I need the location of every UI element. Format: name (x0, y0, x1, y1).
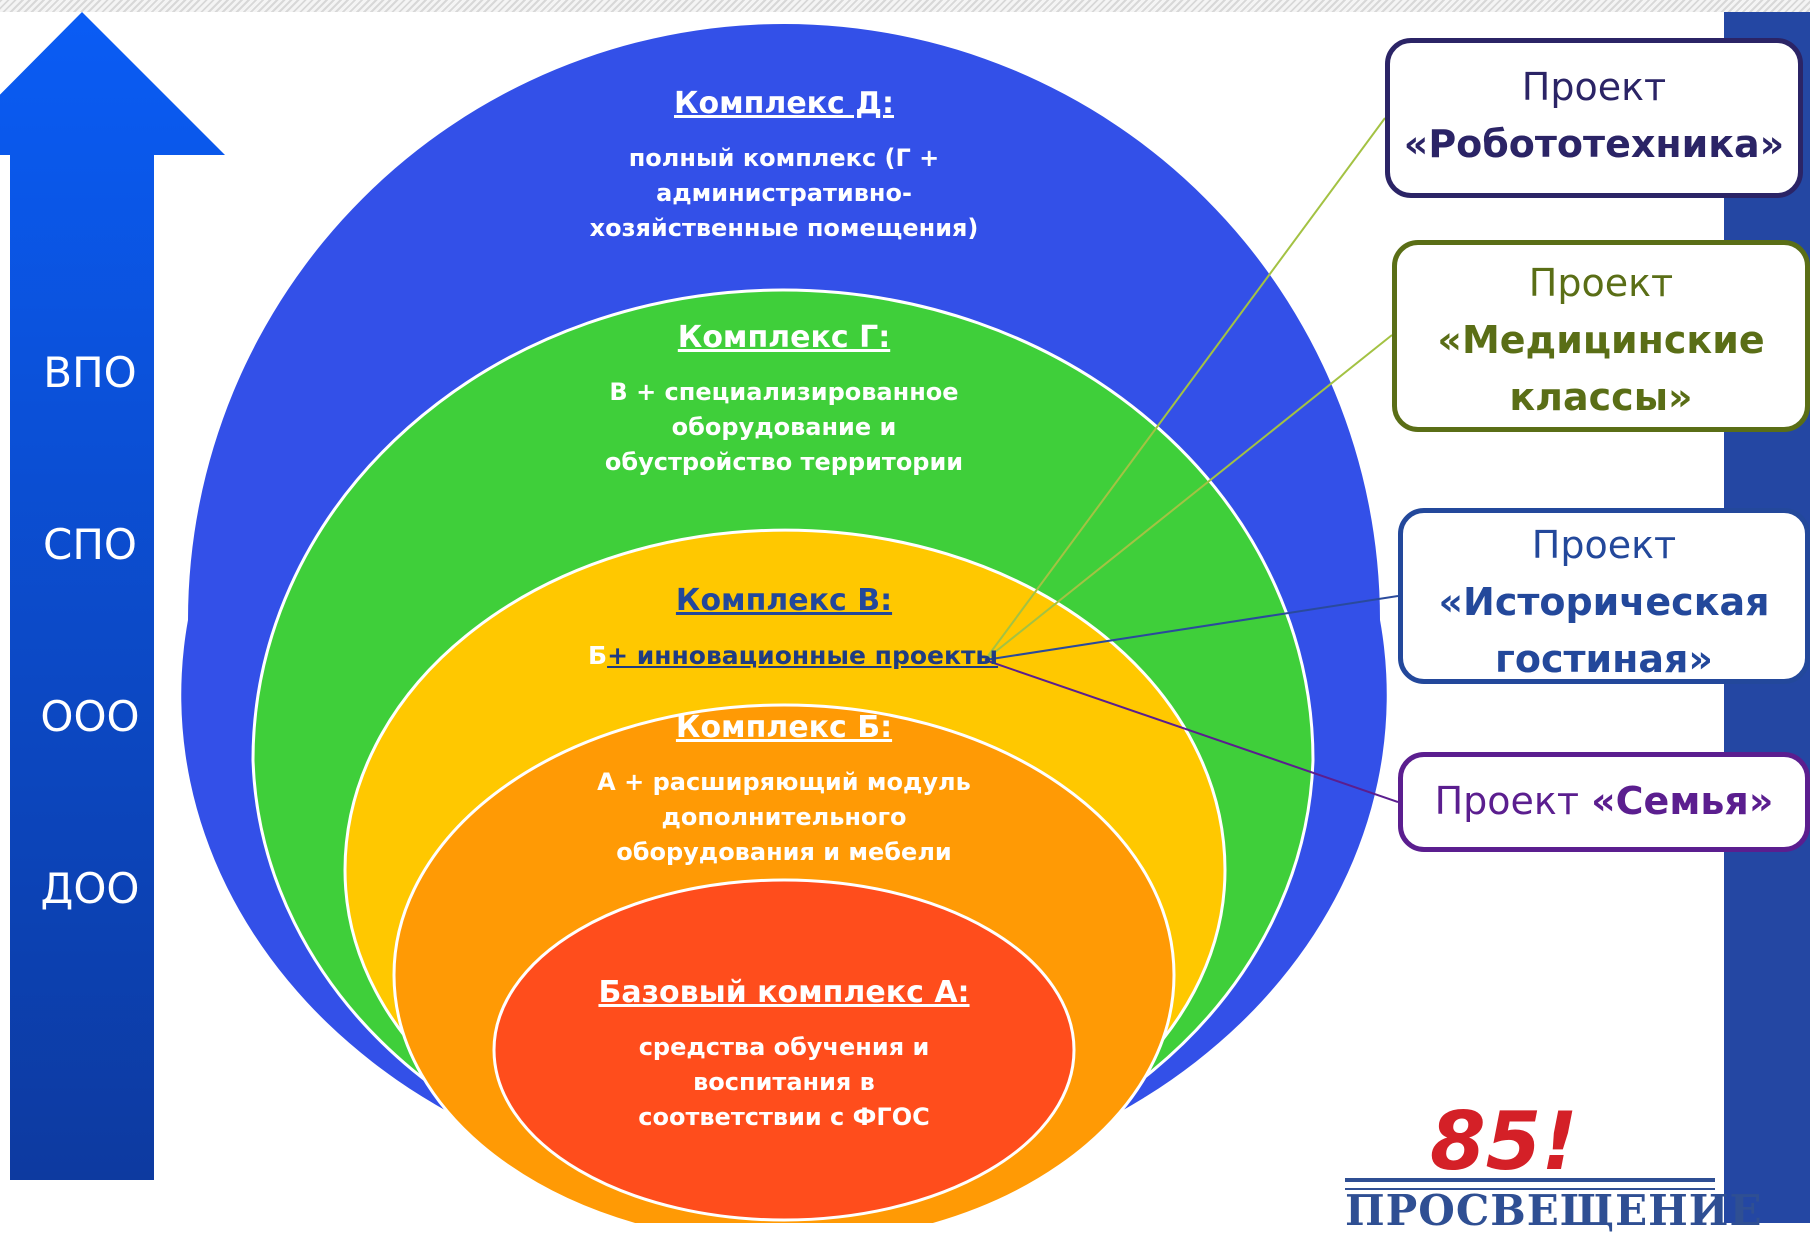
complex-a-line: средства обучения и (638, 1033, 930, 1061)
level-label-vpo: ВПО (43, 348, 137, 397)
logo-85-number: 85! (1430, 1095, 1578, 1188)
connector-history (984, 595, 1399, 661)
project-medical-name: «Медицинские классы» (1437, 318, 1765, 419)
level-arrow (0, 12, 225, 1180)
complex-d-title: Комплекс Д: (673, 86, 894, 121)
connector-family (984, 659, 1399, 803)
project-robotics-box[interactable]: Проект «Робототехника» (1385, 38, 1803, 198)
complex-d-line: полный комплекс (Г + (628, 144, 940, 172)
complex-d-text: Комплекс Д: полный комплекс (Г + админис… (554, 86, 1014, 246)
level-label-ooo: ООО (40, 692, 140, 741)
project-family-prefix: Проект (1434, 779, 1580, 823)
complex-a-shape (492, 878, 1076, 1222)
complex-b-line: оборудования и мебели (616, 838, 952, 866)
logo-underline-thin (1345, 1188, 1715, 1190)
connector-medical (984, 334, 1393, 661)
project-robotics-prefix: Проект (1521, 65, 1667, 109)
level-label-doo: ДОО (40, 864, 140, 913)
project-family-box[interactable]: Проект «Семья» (1398, 752, 1810, 852)
level-label-spo: СПО (43, 520, 137, 569)
complex-a-text: Базовый комплекс А: средства обучения и … (564, 975, 1004, 1135)
innovative-projects-link[interactable]: + инновационные проекты (607, 641, 999, 670)
complex-b-line: дополнительного (661, 803, 907, 831)
project-medical-prefix: Проект (1528, 261, 1674, 305)
project-history-box[interactable]: Проект «Историческая гостиная» (1398, 508, 1810, 684)
complex-a-title: Базовый комплекс А: (598, 975, 970, 1010)
project-history-name: «Историческая гостиная» (1438, 580, 1770, 681)
complex-g-line: В + специализированное (609, 378, 959, 406)
project-family-name: «Семья» (1591, 779, 1774, 823)
complex-b-title: Комплекс Б: (675, 710, 893, 745)
complex-g-title: Комплекс Г: (677, 320, 891, 355)
complex-d-line: хозяйственные помещения) (589, 214, 979, 242)
complex-v-description: Б+ инновационные проекты (588, 641, 998, 670)
complex-b-text: Комплекс Б: А + расширяющий модуль допол… (554, 710, 1014, 870)
complex-g-line: оборудование и (671, 413, 897, 441)
complex-g-line: обустройство территории (604, 448, 964, 476)
complex-a-line: соответствии с ФГОС (638, 1103, 930, 1131)
connector-robotics (984, 117, 1386, 661)
complex-v-title: Комплекс В: (675, 583, 893, 618)
project-medical-box[interactable]: Проект «Медицинские классы» (1392, 240, 1810, 432)
project-robotics-name: «Робототехника» (1403, 122, 1785, 166)
top-stripe-decoration (0, 0, 1810, 12)
complex-b-line: А + расширяющий модуль (597, 768, 971, 796)
complex-a-line: воспитания в (693, 1068, 875, 1096)
project-history-prefix: Проект (1531, 523, 1677, 567)
complex-d-line: административно- (656, 179, 912, 207)
complex-v-desc-prefix: Б (588, 641, 608, 670)
logo-prosveshchenie-text: ПРОСВЕЩЕНИЕ (1345, 1186, 1763, 1235)
logo-underline-thick (1345, 1178, 1715, 1182)
complex-g-text: Комплекс Г: В + специализированное обору… (554, 320, 1014, 480)
complex-v-text: Комплекс В: (554, 583, 1014, 638)
